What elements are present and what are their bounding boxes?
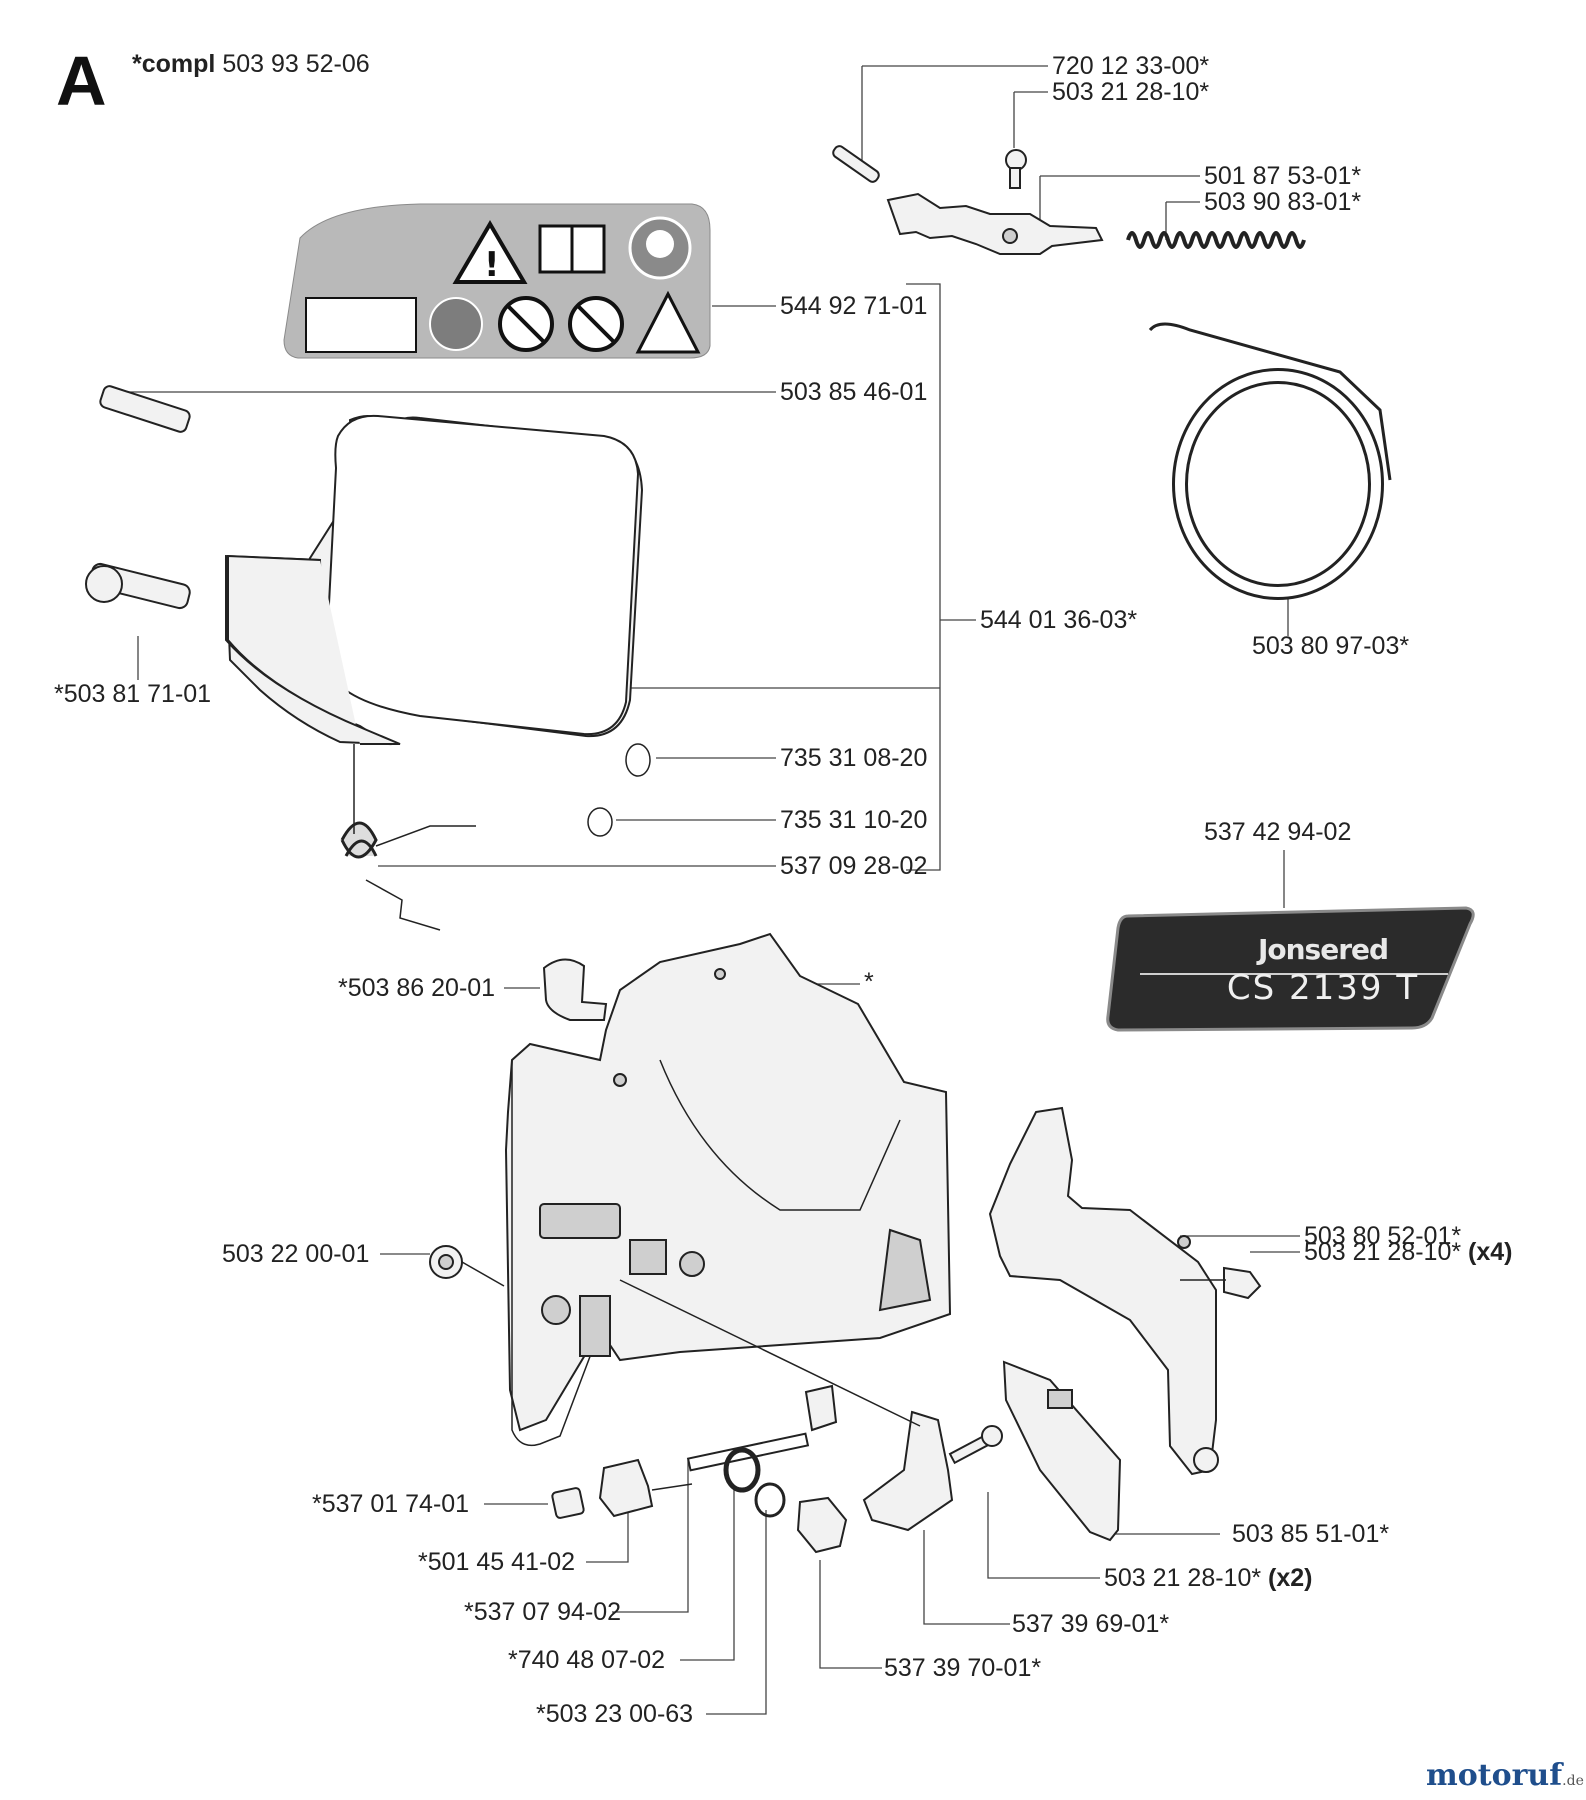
compl-number: 503 93 52-06: [222, 50, 370, 78]
label-501-45-41-02: *501 45 41-02: [418, 1548, 576, 1576]
brake-band: [1148, 322, 1392, 600]
compl-prefix: *compl: [132, 50, 216, 78]
section-letter: A: [56, 42, 107, 120]
label-537-01-74-01: *537 01 74-01: [312, 1490, 470, 1518]
oil-pump-housing: [862, 1410, 954, 1532]
worm-gear: [804, 1384, 838, 1432]
leader-lines: [118, 65, 1300, 1715]
tensioner-parts: [551, 1279, 1003, 1554]
cover-screw: [1223, 1266, 1262, 1300]
torsion-spring: [340, 821, 378, 859]
o-ring-1: [723, 1447, 761, 1493]
guard-plate: [1002, 1360, 1122, 1542]
label-503-90-83-01: 503 90 83-01*: [1204, 188, 1362, 216]
brake-lever-assembly: [832, 145, 1306, 255]
label-503-81-71-01: *503 81 71-01: [54, 680, 212, 708]
circlip-1: [625, 743, 651, 777]
complete-assembly-label: *compl 503 93 52-06: [132, 50, 370, 78]
watermark-name: motoruf: [1426, 1758, 1563, 1793]
label-503-21-28-10-x4-number: 503 21 28-10*: [1304, 1238, 1462, 1266]
label-503-21-28-10-x2: 503 21 28-10* (x2): [1104, 1564, 1313, 1592]
spring: [1126, 231, 1306, 249]
label-503-80-52-01: 503 80 52-01*: [1304, 1222, 1462, 1250]
label-537-42-94-02: 537 42 94-02: [1204, 818, 1352, 846]
tensioner-nut: [551, 1487, 585, 1519]
site-watermark: motoruf.de: [1426, 1758, 1584, 1793]
label-503-23-00-63: *503 23 00-63: [536, 1700, 694, 1728]
label-544-01-36-03: 544 01 36-03*: [980, 606, 1138, 634]
label-735-31-10-20: 735 31 10-20: [780, 806, 928, 834]
label-503-21-28-10-top: 503 21 28-10*: [1052, 78, 1210, 106]
label-503-22-00-01: 503 22 00-01: [222, 1240, 370, 1268]
label-544-92-71-01: 544 92 71-01: [780, 292, 928, 320]
label-503-85-51-01: 503 85 51-01*: [1232, 1520, 1390, 1548]
svg-text:!: !: [484, 245, 500, 285]
clutch-cover: [429, 932, 952, 1447]
label-star: *: [864, 968, 874, 996]
kickback-icon: [305, 297, 417, 353]
brand-decal: [1106, 906, 1475, 1032]
label-537-39-69-01: 537 39 69-01*: [1012, 1610, 1170, 1638]
brake-lever: [886, 192, 1104, 255]
warning-decal: !: [283, 203, 711, 359]
label-537-09-28-02: 537 09 28-02: [780, 852, 928, 880]
caution-triangle-icon: [635, 290, 701, 354]
mandatory-icon-1: [429, 297, 483, 351]
decal-brand-name: Jonsered: [1257, 933, 1389, 966]
chain-guide-plates: [988, 1106, 1262, 1542]
pin: [832, 145, 880, 183]
label-537-07-94-02: *537 07 94-02: [464, 1598, 622, 1626]
o-ring-2: [754, 1482, 786, 1518]
label-503-85-46-01: 503 85 46-01: [780, 378, 928, 406]
bushing-pin: [99, 385, 191, 433]
tensioner-block: [598, 1458, 654, 1518]
label-503-80-97-03: 503 80 97-03*: [1252, 632, 1410, 660]
hand-guard: [85, 385, 651, 931]
label-501-87-53-01: 501 87 53-01*: [1204, 162, 1362, 190]
warning-triangle-icon: [452, 220, 528, 284]
label-740-48-07-02: *740 48 07-02: [508, 1646, 666, 1674]
qty-x4: (x4): [1468, 1238, 1513, 1266]
label-537-39-70-01: 537 39 70-01*: [884, 1654, 1042, 1682]
label-503-21-28-10-x4: 503 21 28-10* (x4): [1304, 1238, 1513, 1266]
drive-gear: [796, 1496, 848, 1554]
label-735-31-08-20: 735 31 08-20: [780, 744, 928, 772]
label-720-12-33-00: 720 12 33-00*: [1052, 52, 1210, 80]
small-clip: [542, 958, 608, 1021]
label-503-21-28-10-x2-number: 503 21 28-10*: [1104, 1564, 1262, 1592]
watermark-tld: .de: [1562, 1773, 1584, 1789]
label-503-86-20-01: *503 86 20-01: [338, 974, 496, 1002]
qty-x2: (x2): [1268, 1564, 1313, 1592]
circlip-2: [587, 807, 613, 837]
decal-model-name: CS 2139 T: [1226, 968, 1420, 1008]
